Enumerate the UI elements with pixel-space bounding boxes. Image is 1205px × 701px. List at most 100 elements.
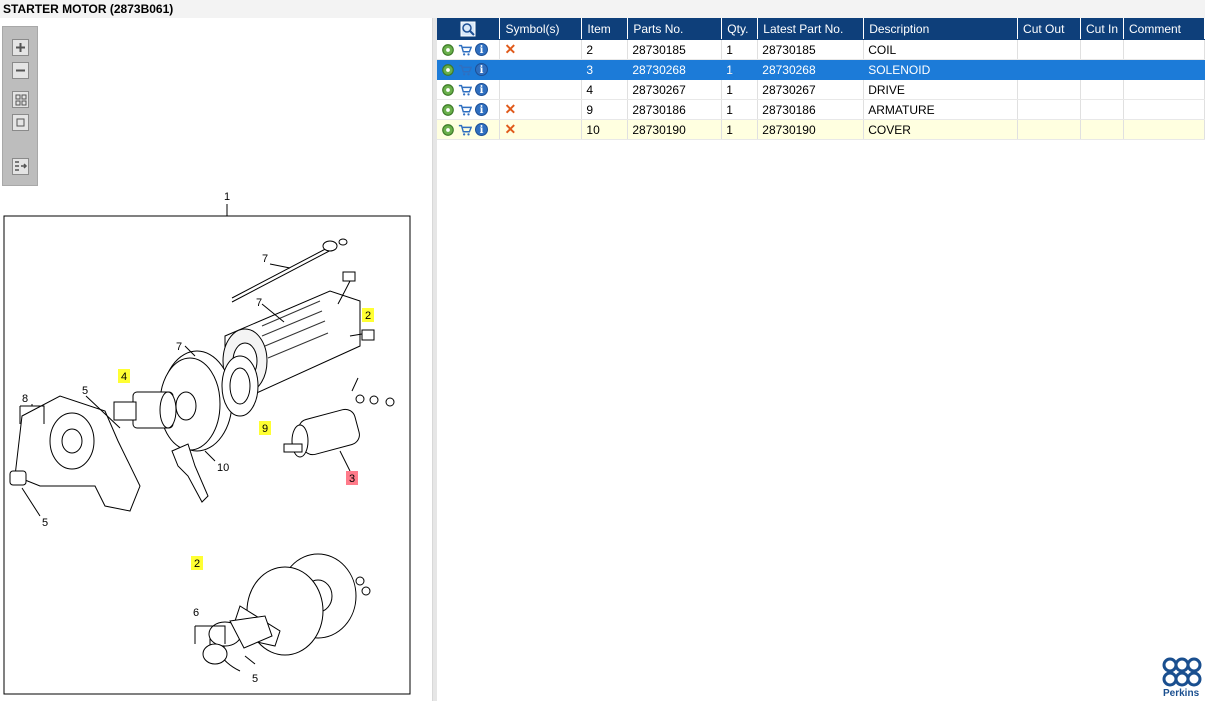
row-actions: i [437,119,501,140]
shift-lever [171,443,209,503]
export-button[interactable] [12,158,29,175]
gear-icon[interactable] [441,63,455,77]
col-symbols[interactable]: Symbol(s) [499,18,583,40]
info-icon[interactable]: i [475,83,488,96]
cell-qty: 1 [721,119,759,140]
square-icon [16,118,25,127]
solenoid [283,377,395,458]
callout-4[interactable]: 4 [121,371,127,383]
info-icon[interactable]: i [475,63,488,76]
cart-icon[interactable] [458,123,472,137]
not-serviceable-x-icon: ✕ [504,121,517,137]
callout-4-bg [118,369,130,383]
cart-icon[interactable] [458,63,472,77]
col-cut-out[interactable]: Cut Out [1017,18,1081,40]
col-cut-in[interactable]: Cut In [1080,18,1124,40]
cell-symbol: ✕ [499,99,583,120]
leader-10 [204,450,216,462]
cell-comment [1123,39,1205,60]
perkins-logo-icon [1162,657,1202,687]
gear-icon[interactable] [441,103,455,117]
cell-cut-in [1080,119,1124,140]
cell-comment [1123,119,1205,140]
cell-description: ARMATURE [863,99,1019,120]
callout-2-bg [362,308,374,322]
callout-6[interactable]: 6 [193,607,199,619]
col-latest-part-no[interactable]: Latest Part No. [757,18,865,40]
cart-icon[interactable] [458,43,472,57]
cell-parts-no: 28730186 [627,99,723,120]
diagram-frame [3,215,411,695]
cell-description: COIL [863,39,1019,60]
cell-cut-in [1080,59,1124,80]
cart-icon[interactable] [458,103,472,117]
commutator-end-frame [246,553,371,656]
callout-5b[interactable]: 5 [42,517,48,529]
through-bolt [231,238,348,303]
callout-3[interactable]: 3 [349,473,355,485]
cell-qty: 1 [721,79,759,100]
cell-parts-no: 28730190 [627,119,723,140]
leader-7a [269,263,291,269]
export-icon [15,161,28,171]
cell-item: 4 [581,79,629,100]
coil-connector [337,271,375,341]
callout-10[interactable]: 10 [217,462,229,474]
leader-7b [261,303,285,323]
leader-5c [244,655,256,665]
armature [221,355,259,417]
callout-7b[interactable]: 7 [256,297,262,309]
fit-page-button[interactable] [12,91,29,108]
cell-cut-out [1017,39,1081,60]
info-icon[interactable]: i [475,123,488,136]
viewer-toolbar [2,26,38,186]
info-icon[interactable]: i [475,43,488,56]
col-parts-no[interactable]: Parts No. [627,18,723,40]
actual-size-button[interactable] [12,114,29,131]
nose-housing [9,395,141,512]
callout-9-bg [259,421,271,435]
zoom-in-button[interactable] [12,39,29,56]
cell-parts-no: 28730185 [627,39,723,60]
col-item[interactable]: Item [581,18,629,40]
gear-icon[interactable] [441,123,455,137]
not-serviceable-x-icon: ✕ [504,41,517,57]
col-comment[interactable]: Comment [1123,18,1205,40]
cell-symbol [499,79,583,100]
cell-cut-out [1017,119,1081,140]
col-qty[interactable]: Qty. [721,18,759,40]
leader-8 [19,404,45,424]
callout-5c[interactable]: 5 [252,673,258,685]
callout-9[interactable]: 9 [262,423,268,435]
exploded-parts-diagram[interactable]: 1 7 7 2 [0,186,432,701]
zoom-out-button[interactable] [12,62,29,79]
cart-icon[interactable] [458,83,472,97]
pane-splitter[interactable] [432,18,438,701]
callout-5a[interactable]: 5 [82,385,88,397]
callout-8[interactable]: 8 [22,393,28,405]
cell-symbol: ✕ [499,119,583,140]
info-icon[interactable]: i [475,103,488,116]
cell-comment [1123,59,1205,80]
callout-7a[interactable]: 7 [262,253,268,265]
gear-icon[interactable] [441,43,455,57]
cell-description: COVER [863,119,1019,140]
find-column-header[interactable] [437,18,501,40]
cell-description: SOLENOID [863,59,1019,80]
cell-description: DRIVE [863,79,1019,100]
callout-2b[interactable]: 2 [194,558,200,570]
col-description[interactable]: Description [863,18,1019,40]
callout-1[interactable]: 1 [224,191,230,203]
callout-7c[interactable]: 7 [176,341,182,353]
row-actions: i [437,99,501,120]
leader-5a [85,395,121,429]
cell-cut-in [1080,99,1124,120]
callout-2a[interactable]: 2 [365,310,371,322]
gear-icon[interactable] [441,83,455,97]
